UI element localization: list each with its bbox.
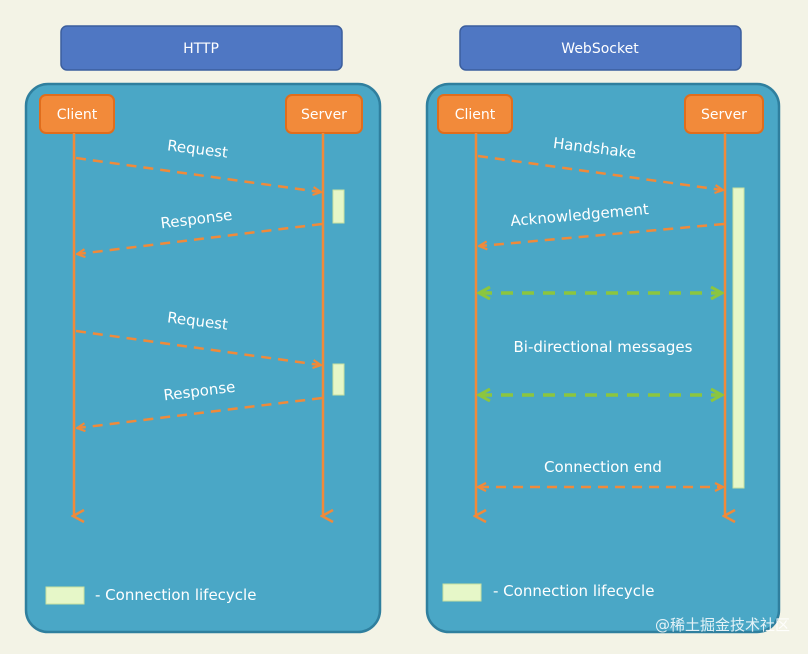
http-title: HTTP xyxy=(183,41,219,57)
watermark-text: @稀土掘金技术社区 xyxy=(655,616,790,634)
ws-legend-label: - Connection lifecycle xyxy=(493,582,654,600)
ws-client-label: Client xyxy=(455,107,496,123)
ws-activation xyxy=(732,187,745,489)
ws-server-label: Server xyxy=(701,107,747,123)
http-response-arrow-2 xyxy=(78,396,323,428)
http-client-label: Client xyxy=(57,107,98,123)
ws-ack-arrow xyxy=(480,222,725,246)
ws-end-label: Connection end xyxy=(544,458,662,476)
ws-legend-swatch xyxy=(442,583,482,602)
ws-title: WebSocket xyxy=(561,41,639,57)
http-panel xyxy=(24,82,382,634)
http-legend-swatch xyxy=(45,586,85,605)
http-header-box xyxy=(60,25,343,71)
ws-handshake-arrow xyxy=(477,154,722,190)
websocket-section: WebSocket Client Server Handshake Acknow… xyxy=(425,25,781,634)
http-server-label: Server xyxy=(301,107,347,123)
http-section: HTTP Client Server Request Response Requ… xyxy=(24,25,382,634)
http-request-arrow-2 xyxy=(75,329,320,365)
http-request-arrow-1 xyxy=(75,156,320,192)
ws-panel xyxy=(425,82,781,634)
ws-bidir-label: Bi-directional messages xyxy=(514,338,693,356)
http-activation-1 xyxy=(332,189,345,224)
http-legend-label: - Connection lifecycle xyxy=(95,586,256,604)
ws-header-box xyxy=(459,25,742,71)
http-activation-2 xyxy=(332,363,345,396)
http-response-arrow-1 xyxy=(78,222,323,254)
http-client-box xyxy=(39,94,115,134)
